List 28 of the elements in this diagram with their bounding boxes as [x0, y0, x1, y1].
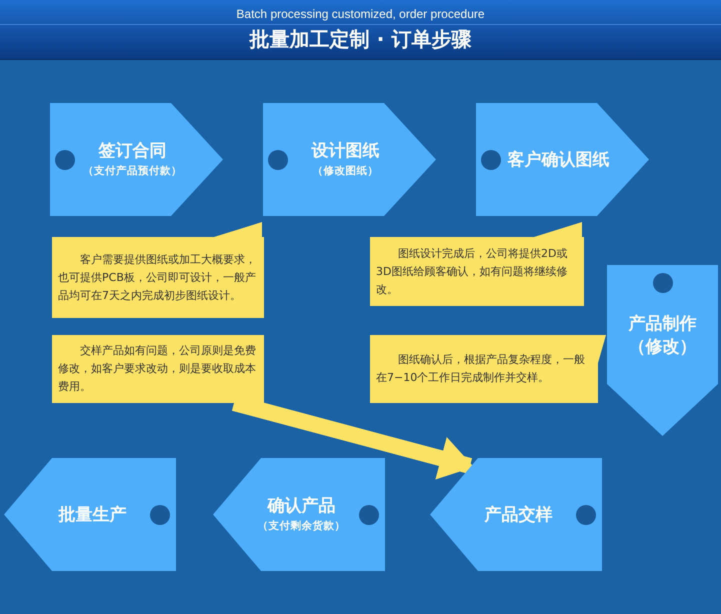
step-title: 产品交样: [484, 504, 552, 526]
tag-shape: [430, 458, 602, 571]
note-text: 图纸设计完成后，公司将提供2D或3D图纸给顾客确认，如有问题将继续修改。: [376, 246, 568, 298]
step-note: （支付剩余货款）: [258, 518, 346, 534]
speech-bubble: [52, 222, 264, 318]
tag-shape: [213, 458, 385, 571]
note-text: 交样产品如有问题，公司原则是免费修改，如客户要求改动，则是要收取成本费用。: [58, 343, 257, 395]
step-note: （支付产品预付款）: [83, 164, 182, 178]
step-note: （修改）: [628, 336, 696, 358]
title: 批量加工定制 · 订单步骤: [248, 29, 472, 49]
tag-shape: [50, 103, 223, 216]
speech-bubble: [370, 222, 584, 306]
tag-shape: [263, 103, 436, 216]
speech-bubble: [370, 335, 606, 403]
note-text: 客户需要提供图纸或加工大概要求，也可提供PCB板，公司即可设计，一般产品均可在7天之内完成初步图纸设计。: [58, 252, 257, 304]
subtitle: Batch processing customized, order procedure: [235, 8, 486, 20]
speech-bubble: [52, 335, 264, 403]
step-title: 确认产品: [268, 494, 336, 516]
tag-shape: [607, 265, 718, 436]
step-title: 批量生产: [58, 504, 126, 526]
tag-shape: [476, 103, 649, 216]
step-note: （修改图纸）: [312, 164, 378, 178]
step-title: 产品制作: [628, 312, 696, 334]
step-title: 客户确认图纸: [508, 148, 610, 170]
tag-shape: [4, 458, 176, 571]
step-title: 签订合同: [98, 140, 166, 162]
step-title: 设计图纸: [312, 140, 380, 162]
note-text: 图纸确认后，根据产品复杂程度，一般在7−10个工作日完成制作并交样。: [376, 352, 586, 386]
